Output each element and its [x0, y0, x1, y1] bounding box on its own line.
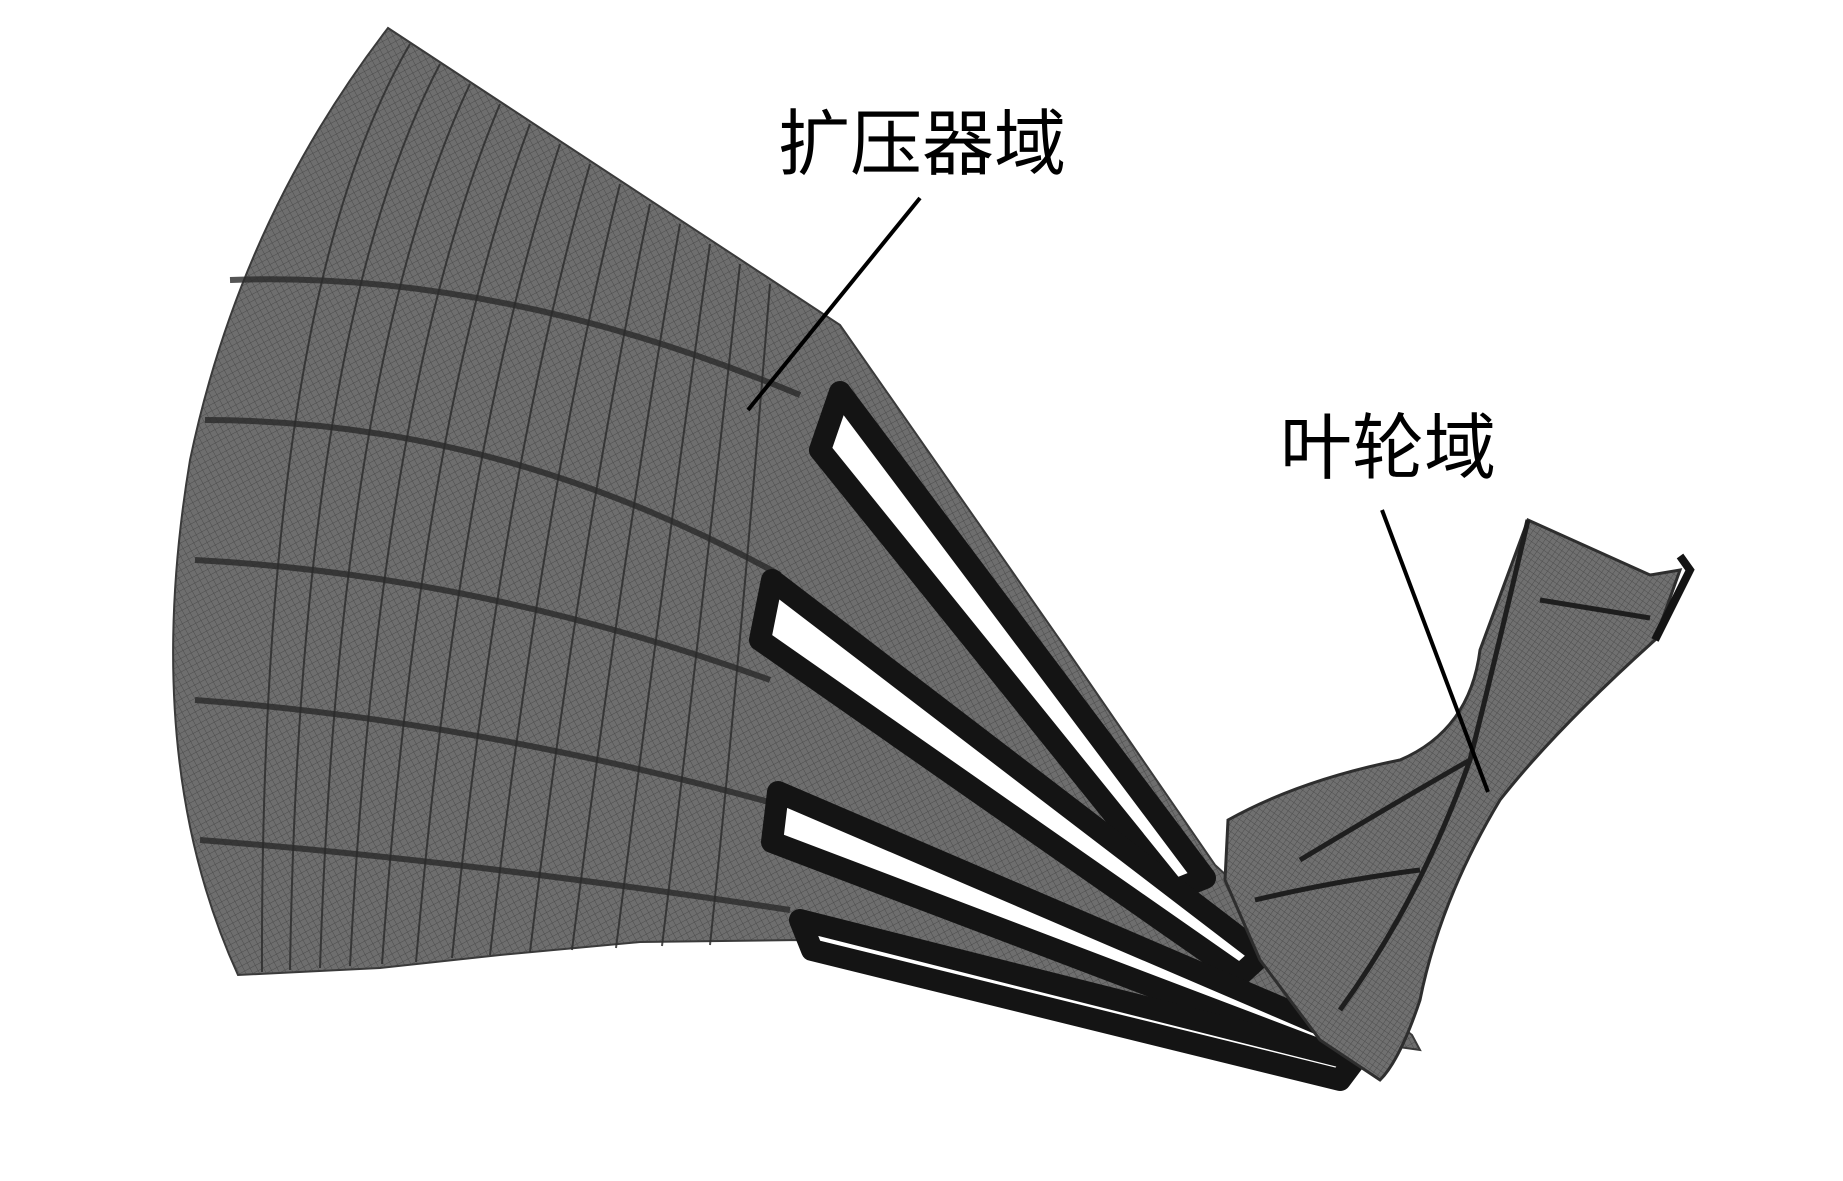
impeller-leader-line: [1380, 509, 1490, 793]
diffuser-domain-label: 扩压器域: [778, 102, 1067, 186]
diffuser-blade-2: [749, 569, 1273, 986]
leader-lines: [746, 196, 1490, 793]
diffuser-blades: [749, 381, 1366, 1091]
impeller-domain-mesh: [1223, 517, 1695, 1082]
diffuser-blade-4: [789, 909, 1366, 1091]
impeller-domain-label: 叶轮域: [1280, 406, 1497, 490]
diffuser-leader-line: [746, 196, 922, 412]
